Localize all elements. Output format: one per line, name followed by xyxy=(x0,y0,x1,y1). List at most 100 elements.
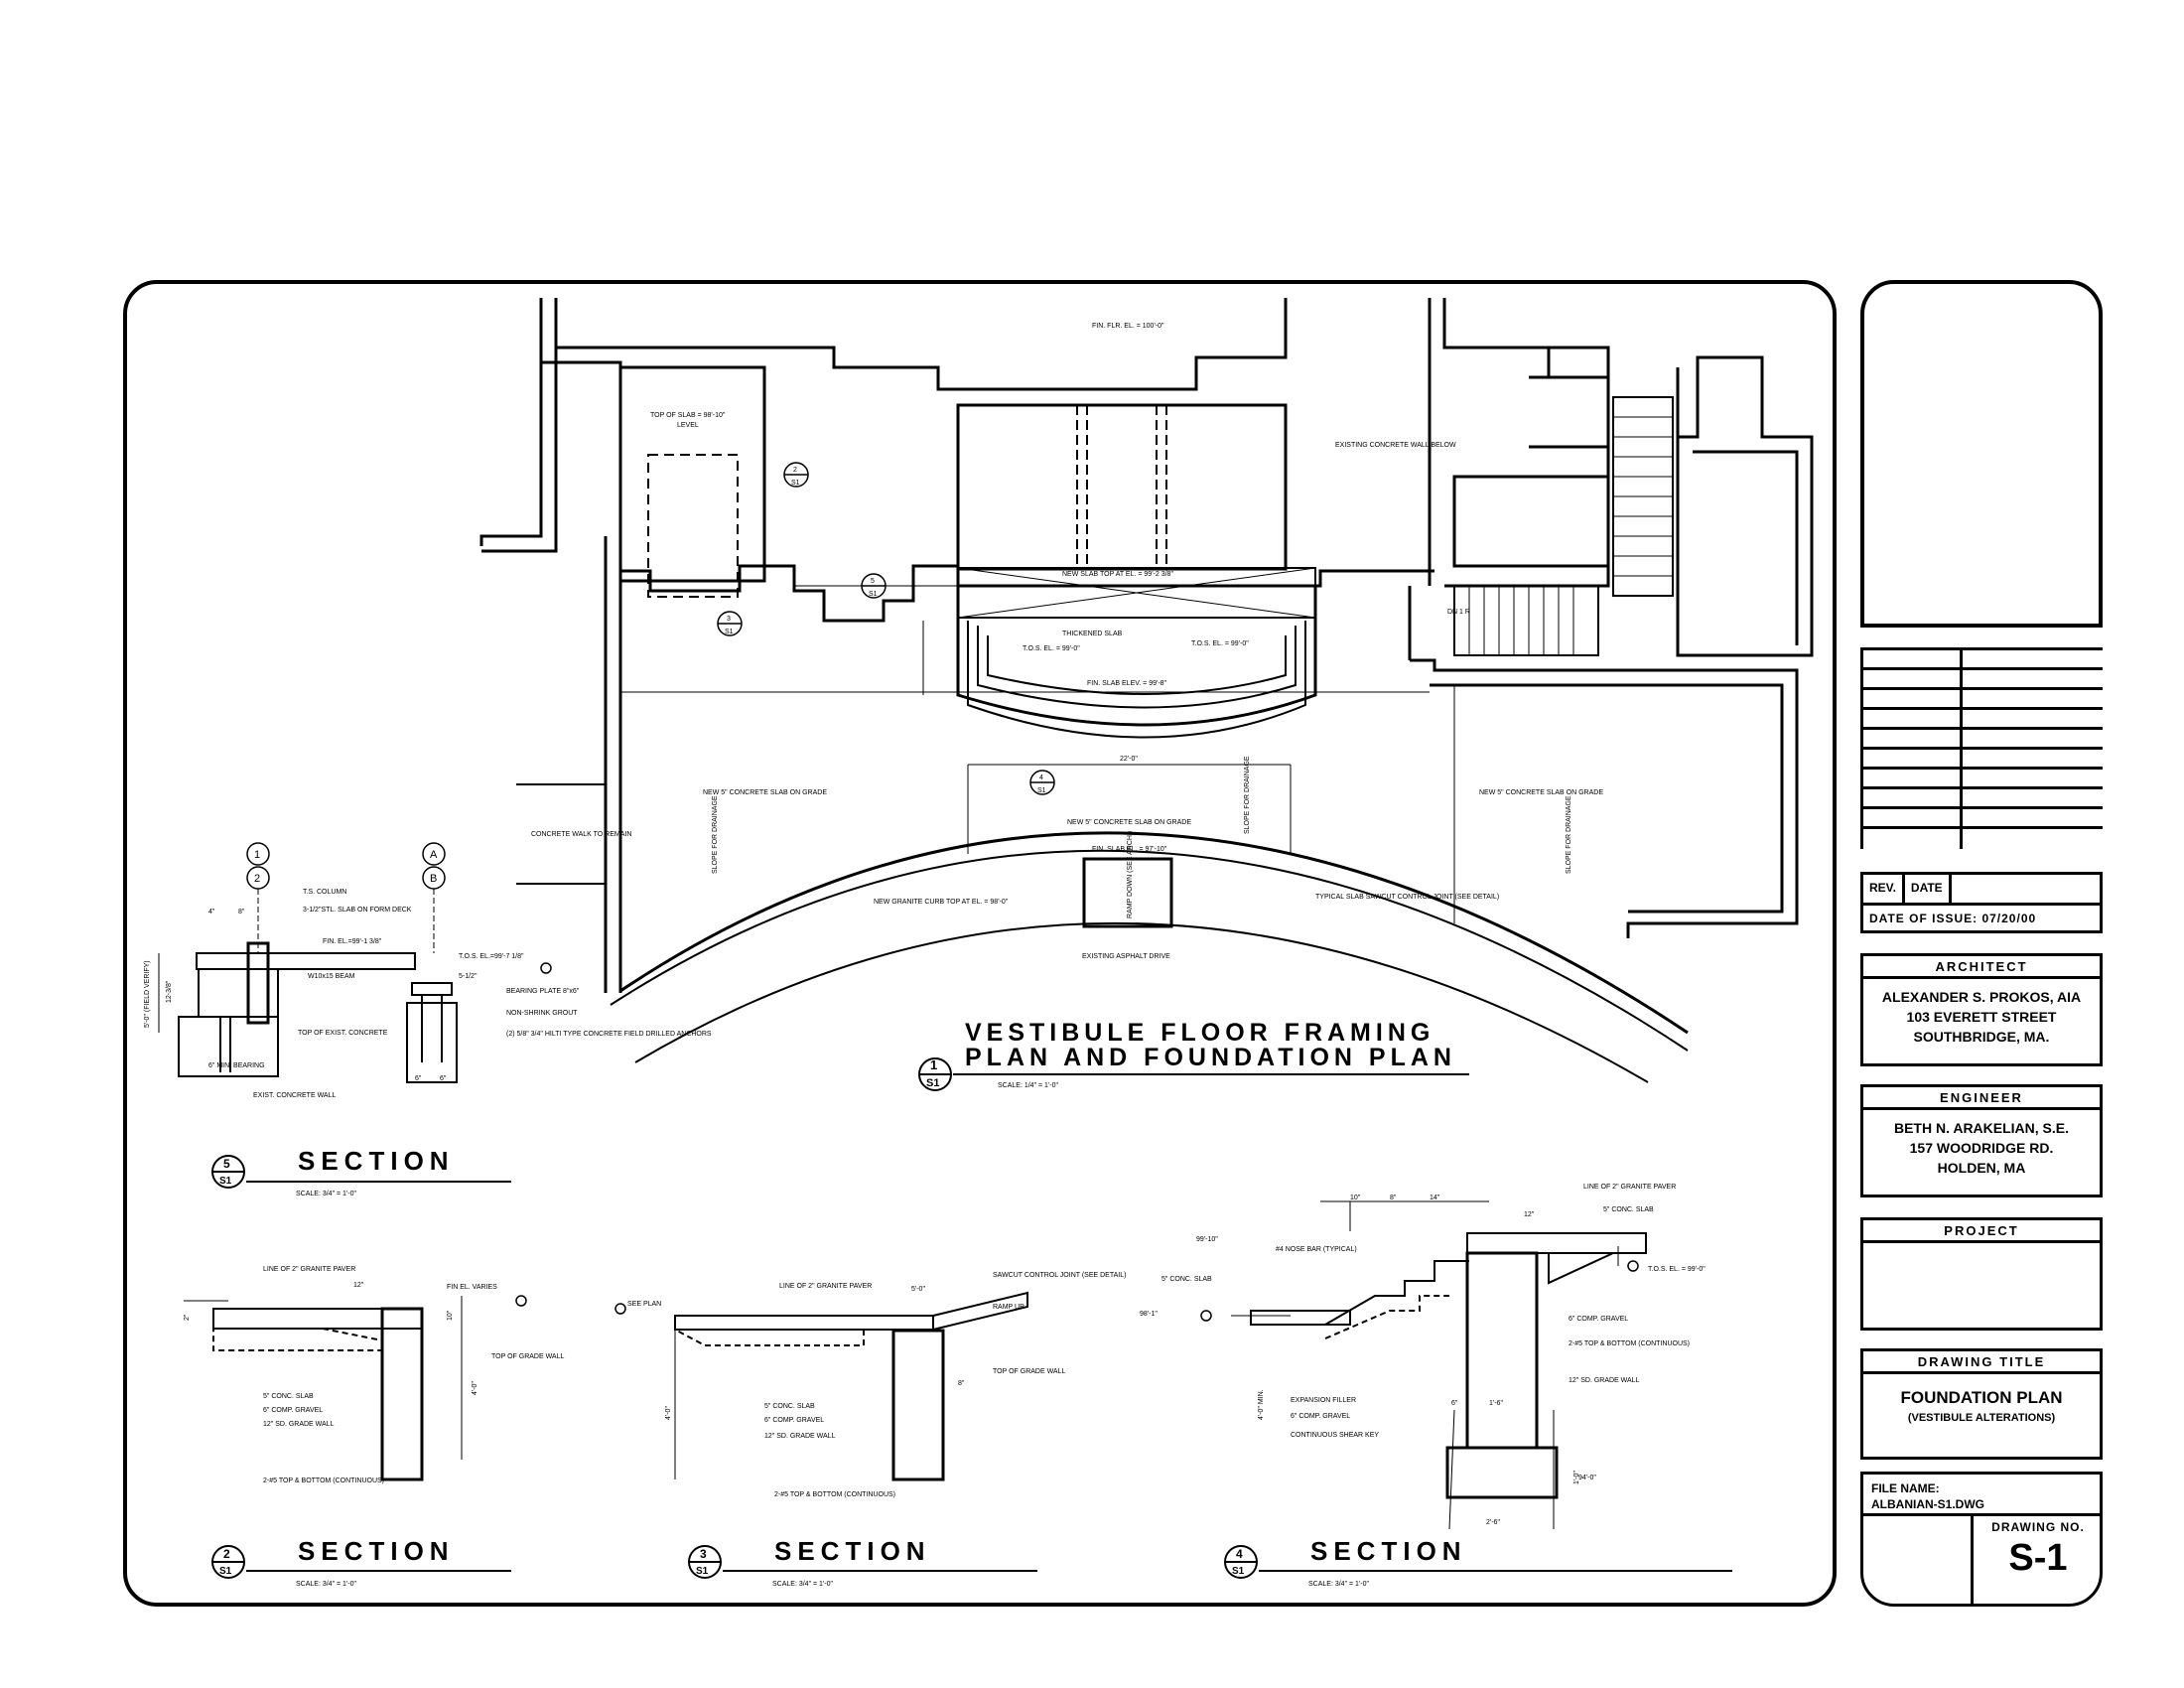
s2-bars: 2-#5 TOP & BOTTOM (CONTINUOUS) xyxy=(263,1477,384,1484)
s4-dim-10: 10" xyxy=(1350,1195,1361,1201)
s3-ramp-up: RAMP UP xyxy=(993,1304,1024,1311)
s5-num: 5 xyxy=(223,1157,230,1171)
plan-title-sheet: S1 xyxy=(926,1077,939,1089)
drawing-title: FOUNDATION PLAN xyxy=(1900,1388,2063,1407)
label-tos-el: T.O.S. EL. = 99'-0" xyxy=(1023,645,1080,652)
s3-paver: LINE OF 2" GRANITE PAVER xyxy=(779,1283,872,1290)
vestibule-steps xyxy=(987,635,1287,695)
section-5-detail xyxy=(158,842,552,1083)
section-4-detail xyxy=(1200,1200,1647,1530)
s4-dim-6: 6" xyxy=(1451,1400,1458,1407)
s3-bars: 2-#5 TOP & BOTTOM (CONTINUOUS) xyxy=(774,1491,895,1498)
s3-dim-5: 5'-0" xyxy=(911,1286,925,1293)
plan-title-line2: PLAN AND FOUNDATION PLAN xyxy=(965,1044,1456,1071)
label-fin-slab-el: FIN. SLAB EL. = 97'-10" xyxy=(1092,846,1167,853)
plan-title-num: 1 xyxy=(930,1057,937,1072)
s2-slab: 5" CONC. SLAB xyxy=(263,1393,314,1400)
drawing-number-area: DRAWING NO. S-1 xyxy=(1971,1516,2103,1604)
plan-stair xyxy=(1453,585,1599,656)
plan-callout-3-num: 3 xyxy=(727,616,731,623)
section-4-title xyxy=(1224,1545,1732,1579)
section-3-title xyxy=(688,1545,1037,1579)
s2-title: SECTION xyxy=(298,1536,455,1566)
plan-wall xyxy=(1693,450,1799,645)
s5-fin-el: FIN. EL.=99'-1 3/8" xyxy=(323,938,382,945)
vestibule-steps xyxy=(967,621,1306,739)
s2-dim-4: 4'-0" xyxy=(472,1381,478,1395)
plan-callout-3-sheet: S1 xyxy=(725,629,734,635)
label-top-slab: TOP OF SLAB = 98'-10" xyxy=(650,412,726,419)
architect-city: SOUTHBRIDGE, MA. xyxy=(1913,1029,2050,1045)
plan-wall xyxy=(1676,355,1814,657)
file-name: ALBANIAN-S1.DWG xyxy=(1871,1497,1984,1511)
s5-anchors: (2) 5/8" 3/4" HILTI TYPE CONCRETE FIELD … xyxy=(506,1031,712,1038)
label-existing-wall: EXISTING CONCRETE WALL BELOW xyxy=(1335,442,1456,449)
plan-callout-2 xyxy=(783,462,809,488)
plan-title-line1: VESTIBULE FLOOR FRAMING xyxy=(965,1019,1434,1047)
s5-sheet: S1 xyxy=(219,1176,232,1187)
plan-wall xyxy=(1430,683,1784,914)
label-dn: DN 1 R xyxy=(1447,609,1470,616)
s3-title: SECTION xyxy=(774,1536,931,1566)
engineer-city: HOLDEN, MA xyxy=(1937,1160,2026,1176)
s2-dim-12: 12" xyxy=(353,1282,364,1289)
curb-arc-outer xyxy=(619,831,1689,1035)
rev-label: REV. xyxy=(1863,875,1905,903)
label-asphalt: EXISTING ASPHALT DRIVE xyxy=(1082,953,1170,960)
plan-wall xyxy=(1529,375,1610,449)
s5-dim-5: 5-1/2" xyxy=(459,973,478,980)
plan-callout-5-num: 5 xyxy=(871,578,875,585)
ramp-box xyxy=(1082,857,1173,928)
plan-room xyxy=(1452,475,1610,568)
s4-gravel: 6" COMP. GRAVEL xyxy=(1569,1316,1628,1323)
label-concrete-walk: CONCRETE WALK TO REMAIN xyxy=(531,831,631,838)
s5-dim-left: 5'-0" (FIELD VERIFY) xyxy=(144,960,151,1028)
s4-paver: LINE OF 2" GRANITE PAVER xyxy=(1583,1184,1676,1191)
s3-gravel: 6" COMP. GRAVEL xyxy=(764,1417,824,1424)
s5-min-bearing: 6" MIN. BEARING xyxy=(208,1062,265,1069)
s2-paver: LINE OF 2" GRANITE PAVER xyxy=(263,1266,355,1273)
s5-bearing-plate: BEARING PLATE 8"x6" xyxy=(506,988,580,995)
architect-heading: ARCHITECT xyxy=(1863,956,2100,979)
plan-wall xyxy=(1410,658,1799,938)
s4-dim-76: 1'-6" xyxy=(1489,1400,1503,1407)
label-dim-22: 22'-0" xyxy=(1120,756,1138,763)
plan-wall xyxy=(1442,298,1610,588)
vestibule-steps xyxy=(956,586,1317,727)
label-fin-flr: FIN. FLR. EL. = 100'-0" xyxy=(1092,323,1164,330)
s4-grade-wall: 12" SD. GRADE WALL xyxy=(1569,1377,1640,1384)
s5-ts-column: T.S. COLUMN xyxy=(303,889,346,896)
curb-arc-inner xyxy=(610,849,1689,1052)
s2-grade-wall: 12" SD. GRADE WALL xyxy=(263,1421,335,1428)
s4-dim-26: 2'-6" xyxy=(1486,1519,1500,1526)
s5-w8: W10x15 BEAM xyxy=(308,973,355,980)
s4-dim-12: 12" xyxy=(1524,1211,1535,1218)
label-new-slab-right: NEW 5" CONCRETE SLAB ON GRADE xyxy=(1479,789,1603,796)
project-box: PROJECT xyxy=(1860,1217,2103,1331)
label-granite-curb: NEW GRANITE CURB TOP AT EL. = 98'-0" xyxy=(874,899,1009,906)
s5-exist-wall: EXIST. CONCRETE WALL xyxy=(253,1092,336,1099)
s2-fin-el: FIN EL. VARIES xyxy=(447,1284,497,1291)
s4-sheet: S1 xyxy=(1232,1566,1245,1577)
plan-scale: SCALE: 1/4" = 1'-0" xyxy=(998,1082,1058,1089)
drawing-border xyxy=(123,280,1837,1607)
s5-title: SECTION xyxy=(298,1146,455,1176)
s4-slab-left: 5" CONC. SLAB xyxy=(1161,1276,1212,1283)
plan-callout-4 xyxy=(1029,770,1055,795)
revision-header: REV. DATE DATE OF ISSUE: 07/20/00 xyxy=(1860,872,2103,933)
engineer-box: ENGINEER BETH N. ARAKELIAN, S.E. 157 WOO… xyxy=(1860,1084,2103,1197)
file-name-label: FILE NAME: xyxy=(1871,1481,1940,1495)
vestibule-steps xyxy=(977,626,1297,709)
plan-room xyxy=(647,454,739,598)
s5-top-concrete: TOP OF EXIST. CONCRETE xyxy=(298,1030,388,1037)
s4-gravel2: 6" COMP. GRAVEL xyxy=(1291,1413,1350,1420)
s5-dim-6: 6" xyxy=(415,1075,422,1082)
s2-num: 2 xyxy=(223,1547,230,1561)
plan-room xyxy=(618,365,766,583)
label-new-slab-top: NEW SLAB TOP AT EL. = 99'-2 3/8" xyxy=(1062,571,1173,578)
s5-grid-2: 2 xyxy=(254,873,260,885)
s5-scale: SCALE: 3/4" = 1'-0" xyxy=(296,1191,356,1197)
s5-dim-6b: 6" xyxy=(440,1075,447,1082)
label-slope-1: SLOPE FOR DRAINAGE xyxy=(712,795,719,874)
